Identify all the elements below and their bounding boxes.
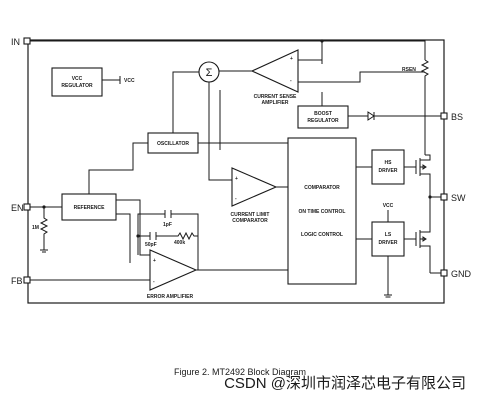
cap-1pf-label: 1pF <box>163 222 172 228</box>
pin-sw-square <box>440 193 448 201</box>
error-amplifier <box>149 249 198 291</box>
current-sense-amplifier <box>250 49 299 93</box>
current-limit-comparator <box>231 167 278 207</box>
junction-dot <box>428 195 432 199</box>
cl-plus: + <box>235 176 238 182</box>
en-resistor-1m <box>39 207 49 253</box>
cs-inputs-wire <box>219 59 425 83</box>
vcc-regulator-line1: VCC <box>72 76 83 82</box>
cap-50pf <box>149 232 157 240</box>
vcc-out-label: VCC <box>124 78 135 84</box>
pin-en-square <box>23 203 31 211</box>
boost-diode <box>367 111 375 121</box>
pin-en-label: EN <box>11 203 24 213</box>
vcc-out-wire <box>102 76 121 84</box>
ea-minus: - <box>153 279 155 285</box>
pin-bs-label: BS <box>451 112 463 122</box>
logic-control-block <box>287 137 357 285</box>
ls-mosfet <box>415 197 431 273</box>
current-limit-line1: CURRENT LIMIT <box>231 212 270 218</box>
summer-symbol: Σ <box>206 67 213 79</box>
figure-caption: Figure 2. MT2492 Block Diagram <box>174 367 306 377</box>
pin-fb-square <box>23 276 31 284</box>
boost-regulator-line2: REGULATOR <box>307 118 339 124</box>
hs-driver-block <box>371 149 405 185</box>
rsen-label: RSEN <box>402 67 416 73</box>
on-time-control-label: ON TIME CONTROL <box>299 209 346 215</box>
boost-regulator-line1: BOOST <box>314 111 332 117</box>
vcc-regulator-block <box>51 67 103 97</box>
chip-outline <box>27 39 445 304</box>
pin-gnd-square <box>440 269 448 277</box>
in-bus-wire <box>30 40 426 64</box>
pin-in-square <box>23 37 31 45</box>
vcc-ls-label: VCC <box>383 203 394 209</box>
boost-to-bs-wire <box>321 92 441 117</box>
res-400k-label: 400k <box>174 240 185 246</box>
boost-regulator-block <box>297 105 349 129</box>
csdn-watermark: CSDN @深圳市润泽芯电子有限公司 <box>224 375 466 392</box>
pin-gnd-label: GND <box>451 269 472 279</box>
cap-50pf-label: 50pF <box>145 242 157 248</box>
hs-driver-line2: DRIVER <box>379 168 398 174</box>
reference-block <box>61 193 117 221</box>
reference-label: REFERENCE <box>74 205 106 211</box>
osc-to-summer-wire <box>172 71 288 144</box>
oscillator-label: OSCILLATOR <box>157 141 189 147</box>
pin-sw-label: SW <box>451 193 466 203</box>
hs-driver-line1: HS <box>385 160 393 166</box>
cs-plus: + <box>290 56 293 62</box>
junction-dot <box>136 234 140 238</box>
pin-fb-label: FB <box>11 276 23 286</box>
ls-driver-block <box>371 221 405 257</box>
hs-mosfet <box>415 154 431 197</box>
summer-to-cl-wire <box>208 82 232 181</box>
junction-dot <box>42 205 46 209</box>
error-amplifier-label: ERROR AMPLIFIER <box>147 294 194 300</box>
pin-bs-square <box>440 112 448 120</box>
current-sense-line1: CURRENT SENSE <box>254 94 297 100</box>
ls-driver-line1: LS <box>385 232 392 238</box>
current-sense-line2: AMPLIFIER <box>262 100 289 106</box>
comp-network-wire <box>137 213 199 270</box>
cl-minus: - <box>235 196 237 202</box>
logic-control-label: LOGIC CONTROL <box>301 232 343 238</box>
ref-to-osc-wire <box>88 142 150 263</box>
pin-in-label: IN <box>11 37 20 47</box>
vcc-regulator-line2: REGULATOR <box>61 83 93 89</box>
comparator-label: COMPARATOR <box>304 185 340 191</box>
ls-driver-line2: DRIVER <box>379 240 398 246</box>
resistor-1m-label: 1M <box>32 225 39 231</box>
ea-plus: + <box>153 258 156 264</box>
junction-dot <box>320 39 324 43</box>
current-limit-line2: COMPARATOR <box>232 218 268 224</box>
logic-to-drivers-wire <box>356 166 416 298</box>
cs-minus: - <box>290 78 292 84</box>
cap-1pf <box>164 210 172 218</box>
rsen-resistor <box>420 59 430 95</box>
